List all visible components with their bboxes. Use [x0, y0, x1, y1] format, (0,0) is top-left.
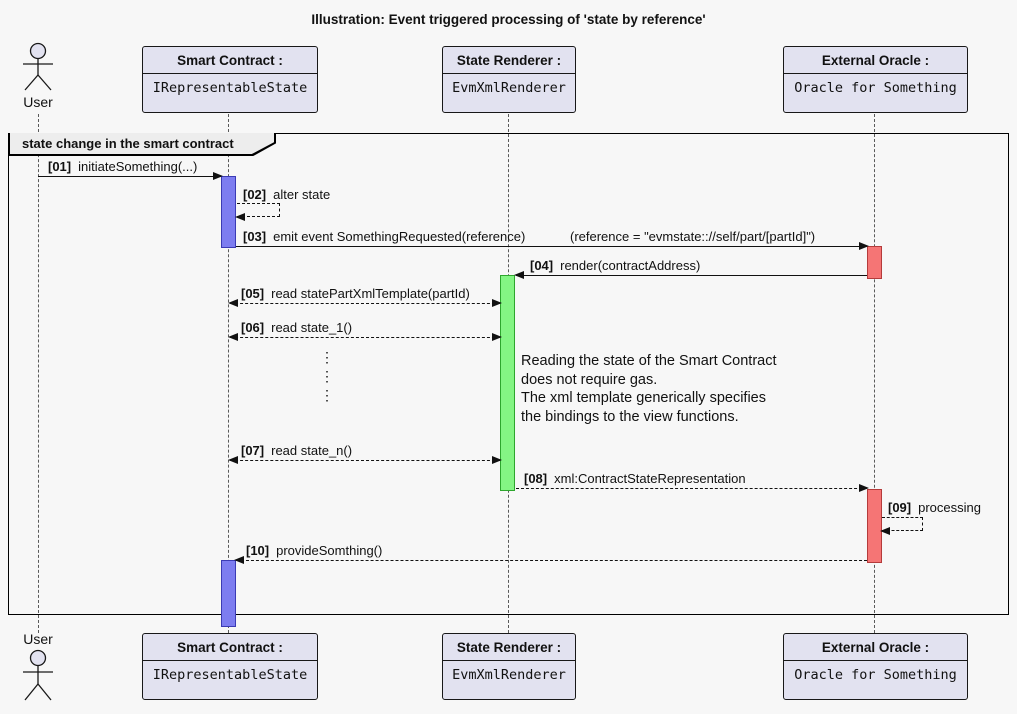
participant-role: External Oracle :	[784, 47, 967, 74]
user-label-top: User	[23, 94, 53, 110]
arrowhead-left-icon	[880, 527, 890, 535]
frame-label-text: state change in the smart contract	[22, 136, 234, 151]
message-arrow-08	[516, 484, 869, 492]
message-seq: [04]	[530, 258, 554, 273]
arrowhead-left-icon	[228, 299, 238, 307]
message-arrow-10	[234, 556, 867, 564]
note-line: The xml template generically specifies	[521, 390, 766, 406]
message-seq: [08]	[524, 471, 548, 486]
activation-smart-contract-2	[221, 560, 236, 627]
participant-external-oracle-bottom: External Oracle : Oracle for Something	[783, 633, 968, 700]
participant-role: Smart Contract :	[143, 47, 317, 74]
lifeline-smart-contract	[227, 114, 229, 633]
note-line: the bindings to the view functions.	[521, 408, 739, 425]
message-text: processing	[918, 500, 981, 515]
user-actor-icon-bottom	[16, 648, 60, 714]
message-label-07: [07] read state_n()	[241, 443, 352, 458]
user-actor-icon	[16, 42, 60, 97]
message-annotation-text: (reference = "evmstate:://self/part/[par…	[570, 229, 816, 244]
message-label-05: [05] read statePartXmlTemplate(partId)	[241, 286, 470, 301]
message-arrow-03	[236, 242, 869, 250]
participant-impl: EvmXmlRenderer	[452, 80, 566, 96]
participant-state-renderer-top: State Renderer : EvmXmlRenderer	[442, 46, 576, 113]
message-seq: [10]	[246, 543, 270, 558]
message-self-arrow-09	[880, 517, 923, 535]
message-label-10: [10] provideSomthing()	[246, 543, 382, 558]
arrowhead-right-icon	[859, 242, 869, 250]
participant-impl: IRepresentableState	[152, 667, 308, 683]
message-text: render(contractAddress)	[560, 258, 701, 273]
participant-role: State Renderer :	[443, 634, 575, 661]
message-label-09: [09] processing	[888, 500, 981, 515]
message-arrow-07	[228, 456, 502, 464]
frame-label: state change in the smart contract	[8, 133, 276, 156]
note-line: Reading the state of the Smart Contract	[521, 353, 777, 369]
message-arrow-05	[228, 299, 502, 307]
diagram-title: Illustration: Event triggered processing…	[311, 12, 706, 27]
participant-smart-contract-bottom: Smart Contract : IRepresentableState	[142, 633, 318, 700]
message-label-03: [03] emit event SomethingRequested(refere…	[243, 229, 525, 244]
lifeline-user	[37, 114, 39, 633]
message-label-01: [01] initiateSomething(...)	[48, 159, 197, 174]
message-label-02: [02] alter state	[243, 187, 330, 202]
activation-external-oracle-2	[867, 489, 882, 563]
message-text: read state_n()	[271, 443, 353, 458]
message-text: initiateSomething(...)	[78, 159, 198, 174]
message-seq: [05]	[241, 286, 265, 301]
message-arrow-01	[38, 172, 223, 180]
frame-state-change	[8, 133, 1009, 615]
message-self-arrow-02	[235, 203, 280, 221]
message-seq: [09]	[888, 500, 912, 515]
message-annotation-03: (reference = "evmstate:://self/part/[par…	[570, 229, 815, 244]
note-line: does not require gas.	[521, 371, 658, 388]
arrowhead-right-icon	[213, 172, 223, 180]
participant-impl: EvmXmlRenderer	[452, 667, 566, 683]
arrowhead-left-icon	[514, 271, 524, 279]
participant-state-renderer-bottom: State Renderer : EvmXmlRenderer	[442, 633, 576, 700]
activation-state-renderer	[500, 275, 515, 491]
message-text: emit event SomethingRequested(reference)	[273, 229, 526, 244]
frame-label-fill	[9, 133, 275, 155]
arrowhead-left-icon	[235, 213, 245, 221]
message-text: read state_1()	[271, 320, 353, 335]
message-seq: [03]	[243, 229, 267, 244]
arrowhead-right-icon	[492, 456, 502, 464]
message-text: provideSomthing()	[276, 543, 383, 558]
message-label-04: [04] render(contractAddress)	[530, 258, 700, 273]
message-text: xml:ContractStateRepresentation	[554, 471, 746, 486]
arrowhead-right-icon	[492, 333, 502, 341]
activation-smart-contract-1	[221, 176, 236, 248]
participant-impl: Oracle for Something	[794, 667, 957, 683]
arrowhead-right-icon	[492, 299, 502, 307]
arrowhead-left-icon	[228, 333, 238, 341]
participant-impl: IRepresentableState	[152, 80, 308, 96]
message-arrow-06	[228, 333, 502, 341]
participant-smart-contract-top: Smart Contract : IRepresentableState	[142, 46, 318, 113]
message-seq: [07]	[241, 443, 265, 458]
participant-impl: Oracle for Something	[794, 80, 957, 96]
message-text: read statePartXmlTemplate(partId)	[271, 286, 470, 301]
message-seq: [06]	[241, 320, 265, 335]
arrowhead-left-icon	[234, 556, 244, 564]
message-label-08: [08] xml:ContractStateRepresentation	[524, 471, 746, 486]
participant-role: Smart Contract :	[143, 634, 317, 661]
participant-role: External Oracle :	[784, 634, 967, 661]
message-arrow-04	[514, 271, 867, 279]
message-text: alter state	[273, 187, 331, 202]
message-seq: [01]	[48, 159, 72, 174]
repetition-ellipsis: ⋮ ⋮ ⋮	[320, 350, 334, 404]
message-label-06: [06] read state_1()	[241, 320, 352, 335]
message-seq: [02]	[243, 187, 267, 202]
activation-external-oracle-1	[867, 246, 882, 279]
lifeline-external-oracle	[874, 114, 875, 633]
arrowhead-left-icon	[228, 456, 238, 464]
user-label-bottom: User	[23, 631, 53, 647]
note-text: Reading the state of the Smart Contract …	[521, 352, 777, 426]
arrowhead-right-icon	[859, 484, 869, 492]
participant-external-oracle-top: External Oracle : Oracle for Something	[783, 46, 968, 113]
participant-role: State Renderer :	[443, 47, 575, 74]
